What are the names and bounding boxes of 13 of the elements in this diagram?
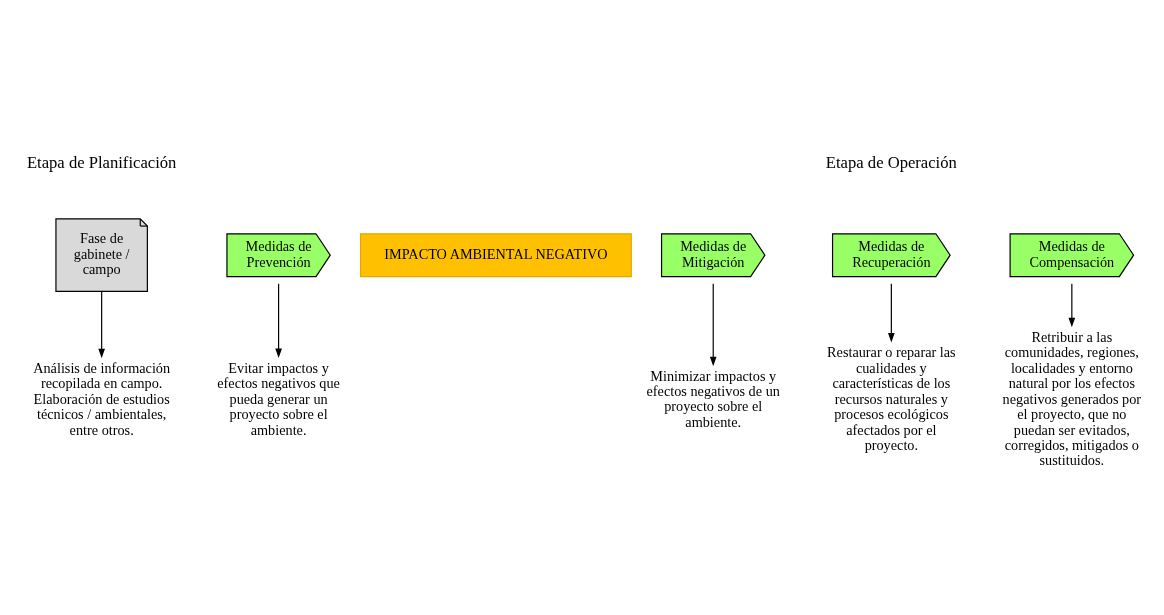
arrow [709, 282, 717, 366]
node-text: Minimizar impactos y efectos negativos de un proyecto sobre el ambiente. [646, 367, 780, 430]
label: Etapa de Planificación [26, 152, 177, 172]
node-box: IMPACTO AMBIENTAL NEGATIVO [359, 232, 632, 277]
arrow [1068, 282, 1076, 327]
arrow [98, 290, 105, 358]
label: Etapa de Operación [825, 152, 957, 172]
node-text: Restaurar o reparar las cualidades y características de los recursos naturales y procesos ecológicos afectados por el proyecto. [827, 343, 956, 453]
node-text: Análisis de información recopilada en campo. Elaboración de estudios técnicos / ambientales, entre otros. [33, 359, 171, 438]
arrow [275, 282, 282, 358]
arrow [888, 282, 895, 343]
node-text: Evitar impactos y efectos negativos que pueda generar un proyecto sobre el ambiente. [217, 359, 340, 438]
node-text: Retribuir a las comunidades, regiones, localidades y entorno natural por los efectos negativos generados por el proyecto, que no puedan ser evitados, corregidos, mitigados o sustituidos. [1002, 328, 1142, 468]
